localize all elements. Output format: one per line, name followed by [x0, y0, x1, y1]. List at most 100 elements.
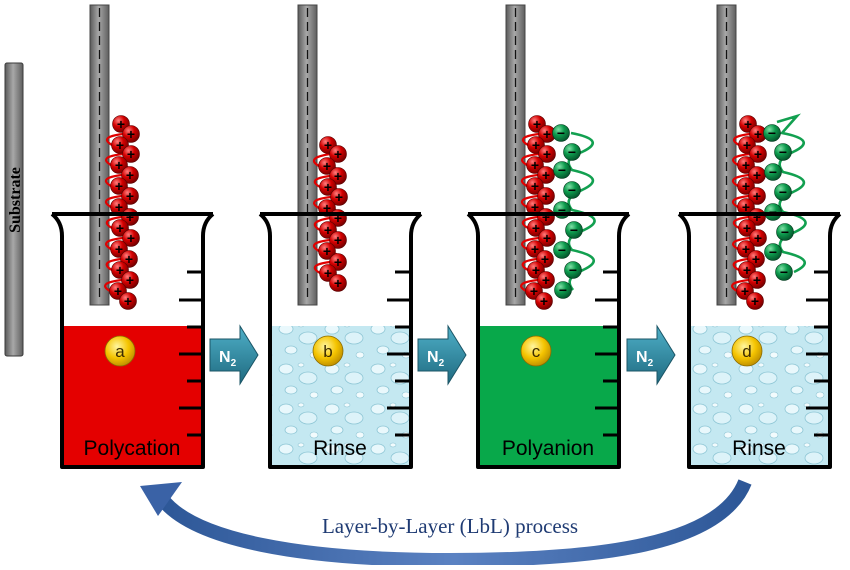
cation-charge: +	[116, 137, 124, 153]
cation-bead	[121, 187, 139, 205]
cation-bead	[526, 177, 544, 195]
cation-charge: +	[334, 275, 342, 291]
cation-charge: +	[542, 167, 550, 183]
cation-charge: +	[115, 199, 123, 215]
cation-charge: +	[754, 146, 762, 162]
beaker-row: ++++++++++++++++++aPolycation+++++++++++…	[50, 4, 842, 469]
cation-charge: +	[742, 157, 750, 173]
cation-charge: +	[127, 230, 135, 246]
substrate-label: Substrate	[7, 167, 24, 233]
anion-charge: −	[559, 282, 567, 298]
cation-charge: +	[127, 126, 135, 142]
cation-charge: +	[323, 200, 331, 216]
cation-charge: +	[334, 146, 342, 162]
anion-charge: −	[781, 224, 789, 240]
cation-bead	[110, 156, 128, 174]
anion-charge: −	[557, 125, 565, 141]
cation-charge: +	[751, 293, 759, 309]
anion-charge: −	[769, 244, 777, 260]
cation-bead	[749, 145, 767, 163]
cation-bead	[329, 274, 347, 292]
cation-charge: +	[541, 251, 549, 267]
step-badge	[731, 335, 763, 367]
anion-bead	[563, 143, 581, 161]
cation-charge: +	[126, 188, 134, 204]
cation-charge: +	[753, 188, 761, 204]
cation-charge: +	[741, 283, 749, 299]
cation-charge: +	[543, 126, 551, 142]
cation-charge: +	[125, 251, 133, 267]
anion-charge: −	[569, 262, 577, 278]
substrate-bar	[4, 62, 24, 357]
anion-charge: −	[558, 242, 566, 258]
solution-label: Polyanion	[502, 437, 594, 460]
cation-bead	[330, 188, 348, 206]
cation-charge: +	[533, 116, 541, 132]
cation-bead	[537, 271, 555, 289]
cation-charge: +	[532, 137, 540, 153]
cation-charge: +	[116, 262, 124, 278]
solution-label: Rinse	[313, 437, 367, 460]
anion-bead	[553, 241, 571, 259]
cation-charge: +	[114, 283, 122, 299]
n2-arrow: N2	[209, 324, 259, 386]
anion-charge: −	[780, 264, 788, 280]
cation-charge: +	[754, 230, 762, 246]
step-badge	[520, 335, 552, 367]
cation-charge: +	[532, 220, 540, 236]
step-letter: d	[742, 342, 751, 361]
cation-bead	[110, 177, 128, 195]
cation-bead	[119, 292, 137, 310]
step-letter: c	[532, 342, 541, 361]
cation-charge: +	[323, 158, 331, 174]
anion-bead	[764, 163, 782, 181]
solution-label: Rinse	[732, 437, 786, 460]
cation-charge: +	[531, 157, 539, 173]
beaker-outline	[50, 212, 215, 469]
arrow-shape	[209, 324, 259, 386]
cation-charge: +	[531, 241, 539, 257]
cation-charge: +	[323, 243, 331, 259]
cation-charge: +	[324, 265, 332, 281]
anion-charge: −	[558, 202, 566, 218]
cation-charge: +	[542, 188, 550, 204]
arrow-shape	[626, 324, 676, 386]
anion-bead	[563, 181, 581, 199]
cation-charge: +	[117, 116, 125, 132]
cation-charge: +	[126, 272, 134, 288]
cation-charge: +	[127, 146, 135, 162]
cation-charge: +	[543, 230, 551, 246]
cation-charge: +	[324, 222, 332, 238]
cycle-arrowhead	[140, 482, 182, 516]
cation-bead	[749, 229, 767, 247]
anion-bead	[764, 243, 782, 261]
cation-charge: +	[126, 167, 134, 183]
cation-charge: +	[742, 199, 750, 215]
anion-bead	[776, 223, 794, 241]
cation-bead	[122, 229, 140, 247]
cation-charge: +	[116, 220, 124, 236]
cation-bead	[535, 292, 553, 310]
arrow-label-subscript: 2	[231, 358, 237, 369]
cation-charge: +	[752, 251, 760, 267]
cation-charge: +	[753, 209, 761, 225]
anion-bead	[565, 221, 583, 239]
cation-bead	[737, 156, 755, 174]
anion-bead	[775, 263, 793, 281]
anion-bead	[564, 261, 582, 279]
cation-charge: +	[744, 116, 752, 132]
solution-label: Polycation	[84, 437, 181, 460]
anion-bead	[553, 161, 571, 179]
cation-charge: +	[532, 262, 540, 278]
anion-charge: −	[570, 222, 578, 238]
beaker-outline	[466, 212, 631, 469]
arrow-label-subscript: 2	[648, 358, 654, 369]
anion-charge: −	[779, 144, 787, 160]
cation-charge: +	[115, 157, 123, 173]
cation-charge: +	[334, 210, 342, 226]
